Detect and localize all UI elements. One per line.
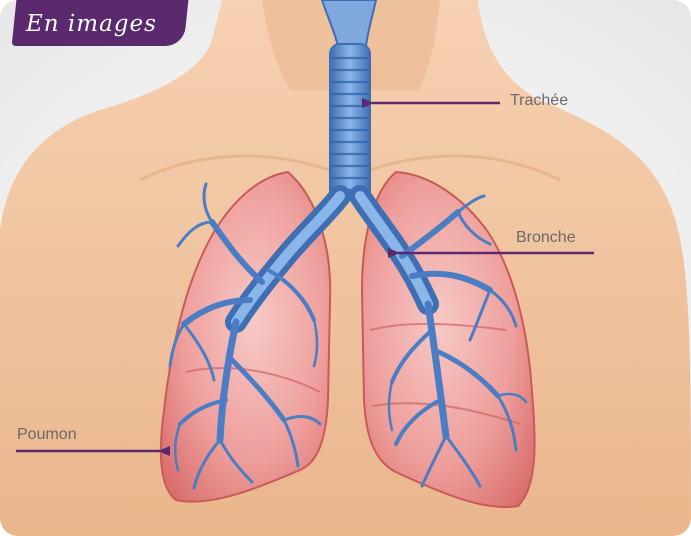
trachea-label: Trachée (510, 92, 568, 110)
section-badge-label: En images (26, 4, 186, 44)
bronchus-label: Bronche (516, 229, 576, 247)
lung-label: Poumon (17, 426, 77, 444)
